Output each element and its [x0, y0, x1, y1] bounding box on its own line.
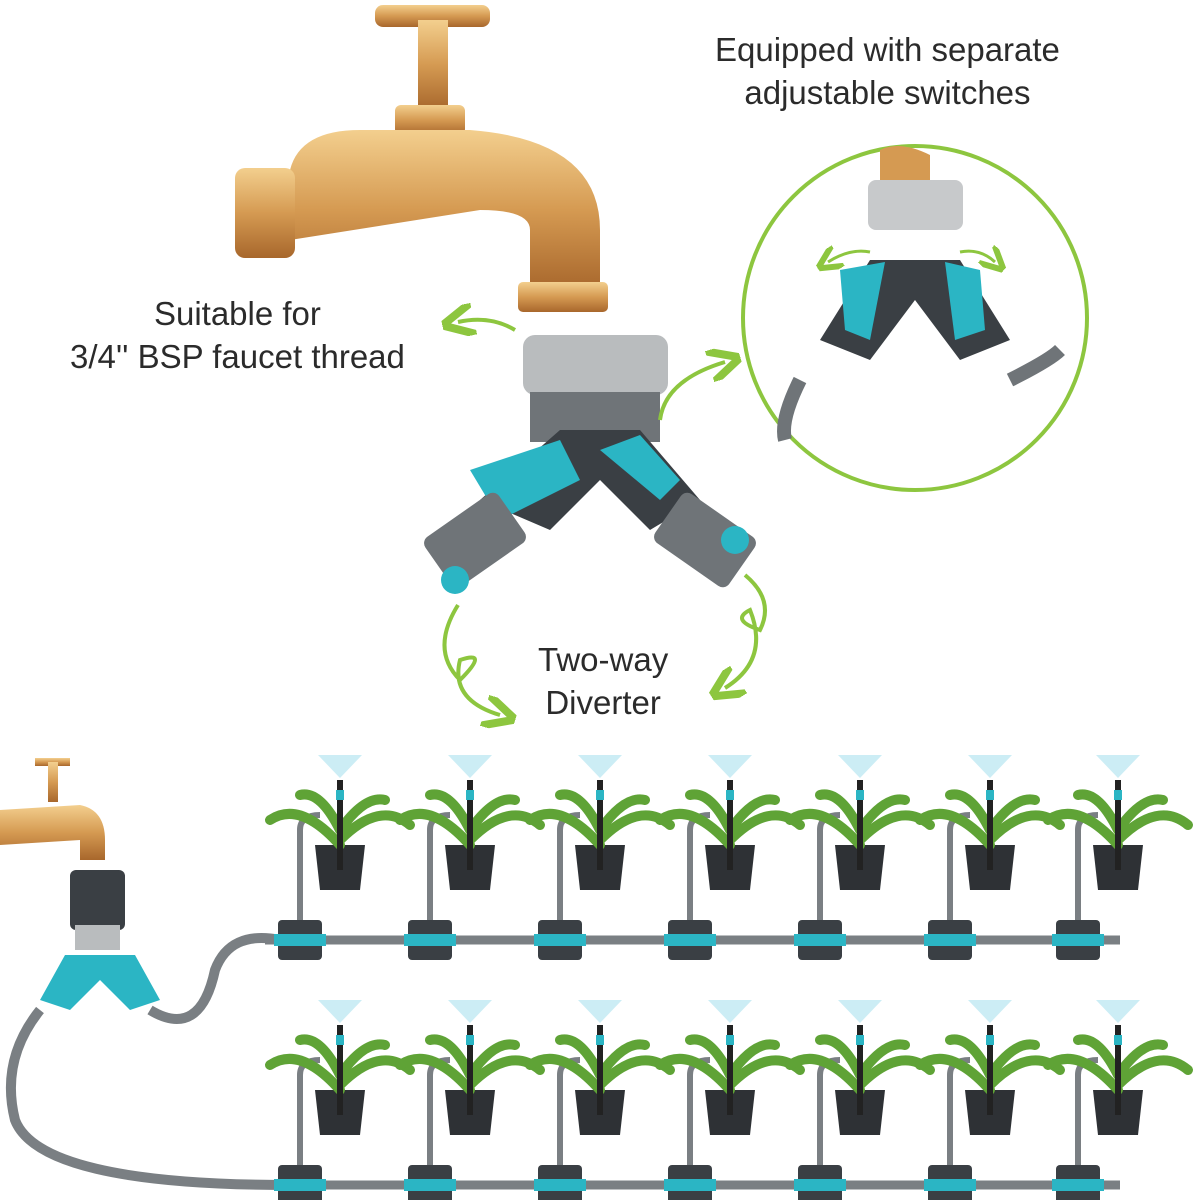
caption-line: adjustable switches	[744, 74, 1031, 111]
plant-emitter	[915, 1000, 1065, 1200]
caption-line: Diverter	[545, 684, 661, 721]
plant-emitter	[655, 755, 805, 960]
diverter-illustration	[424, 335, 756, 594]
inset-closeup	[741, 144, 1089, 492]
caption-line: Equipped with separate	[715, 31, 1060, 68]
plant-emitter	[525, 755, 675, 960]
plant-emitter	[785, 755, 935, 960]
plant-emitter	[265, 755, 415, 960]
plant-emitter	[1043, 755, 1193, 960]
plant-emitter	[915, 755, 1065, 960]
plant-emitter	[655, 1000, 805, 1200]
plant-emitter	[395, 755, 545, 960]
plant-emitter	[785, 1000, 935, 1200]
faucet-illustration	[235, 5, 608, 312]
plant-emitter	[525, 1000, 675, 1200]
plant-emitter	[265, 1000, 415, 1200]
caption-thread: Suitable for 3/4'' BSP faucet thread	[70, 292, 405, 378]
drip-irrigation-rows	[265, 755, 1193, 1200]
plant-emitter	[1043, 1000, 1193, 1200]
caption-diverter: Two-way Diverter	[538, 638, 668, 724]
caption-switches: Equipped with separate adjustable switch…	[715, 28, 1060, 114]
green-arrows	[444, 320, 767, 715]
small-faucet-assembly	[0, 758, 291, 1190]
plant-emitter	[395, 1000, 545, 1200]
caption-line: 3/4'' BSP faucet thread	[70, 338, 405, 375]
caption-line: Suitable for	[153, 295, 321, 332]
caption-line: Two-way	[538, 641, 669, 678]
